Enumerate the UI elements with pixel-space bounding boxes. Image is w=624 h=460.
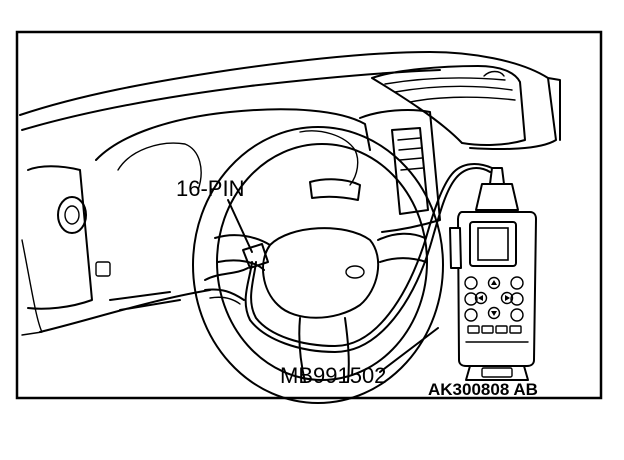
cluster-gauge-left <box>117 142 202 191</box>
cluster-gauge-right <box>299 130 359 186</box>
cable-route <box>244 167 491 353</box>
left-round-vent <box>57 196 87 234</box>
connector-label: 16-PIN <box>176 176 245 201</box>
cable-label: MB991502 <box>280 363 387 388</box>
center-console <box>359 109 441 233</box>
dashboard-top-edge <box>21 69 441 131</box>
harness-under-dash <box>204 267 249 301</box>
scan-tool-icon <box>449 167 537 381</box>
left-dash <box>27 165 93 310</box>
right-vent-slats <box>384 77 516 103</box>
data-link-connector <box>242 243 269 269</box>
cluster-hood <box>95 108 371 161</box>
figure-border <box>15 30 603 400</box>
steering-spoke-right <box>377 232 427 263</box>
left-round-vent-inner <box>64 205 80 225</box>
harness-lower <box>209 296 241 305</box>
steering-column <box>309 178 361 201</box>
dash-switch <box>95 261 111 277</box>
cable-leader <box>379 327 439 373</box>
console-vent <box>397 137 424 171</box>
figure-code-label: AK300808 AB <box>428 380 538 399</box>
right-vent <box>371 65 526 146</box>
steering-hub <box>262 227 380 319</box>
connector-leader <box>227 199 253 253</box>
lower-dash <box>39 289 211 333</box>
right-vent-knob <box>483 70 505 77</box>
horn-emblem <box>345 265 365 279</box>
cable-route-2 <box>250 163 493 347</box>
left-door-panel <box>21 239 43 336</box>
dashboard-outline <box>19 51 561 151</box>
steering-wheel-outer <box>192 126 444 404</box>
